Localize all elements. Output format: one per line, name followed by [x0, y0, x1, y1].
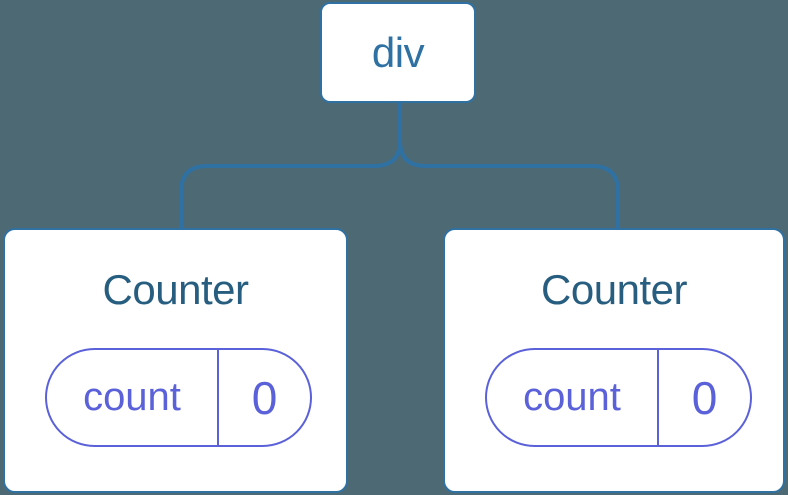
state-pill: count 0: [45, 348, 312, 447]
connector-left-branch: [179, 101, 402, 230]
counter-card-left: Counter count 0: [3, 228, 348, 493]
tree-root-node: div: [320, 2, 476, 103]
component-title: Counter: [102, 266, 249, 313]
state-pill: count 0: [485, 348, 752, 447]
state-name-section: count: [47, 350, 219, 445]
state-value-section: 0: [659, 350, 750, 445]
component-title: Counter: [541, 266, 687, 313]
counter-card-right: Counter count 0: [443, 228, 785, 493]
state-name: count: [83, 375, 181, 419]
state-value: 0: [691, 371, 718, 424]
state-value-section: 0: [219, 350, 310, 445]
state-name-section: count: [487, 350, 659, 445]
state-name: count: [523, 375, 621, 419]
state-value: 0: [251, 371, 278, 424]
connector-right-branch: [398, 101, 620, 230]
root-node-label: div: [371, 28, 425, 76]
